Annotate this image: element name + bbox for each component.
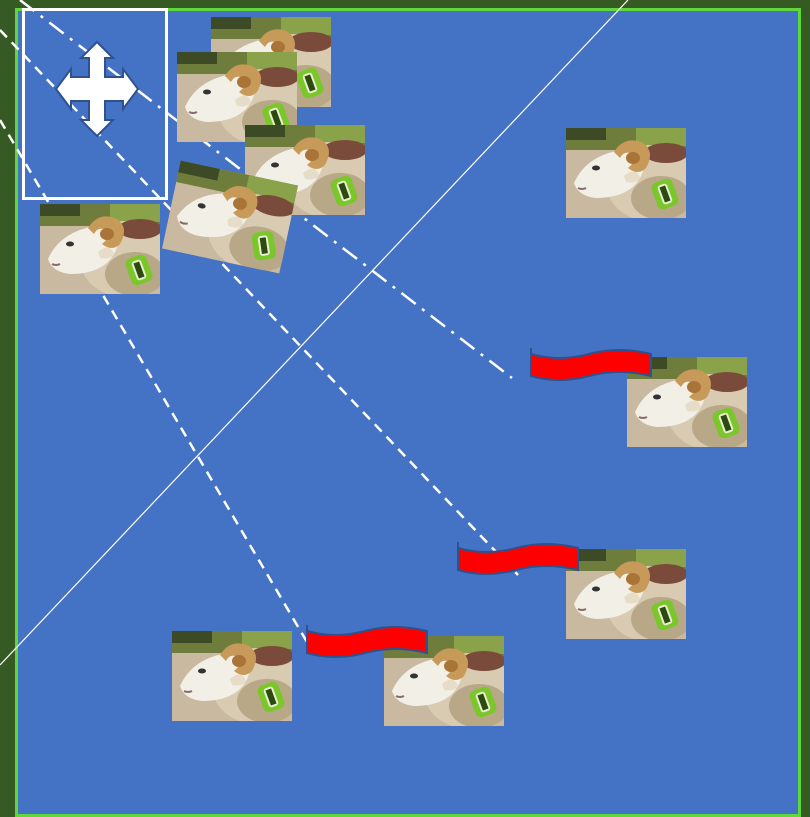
sheep-sprite[interactable] [384,636,504,726]
sheep-icon [177,52,297,142]
sheep-sprite[interactable] [161,160,299,274]
sheep-icon [40,204,160,294]
sheep-icon [172,631,292,721]
red-flag[interactable] [529,346,654,392]
sheep-sprite[interactable] [177,52,297,142]
sheep-icon [161,160,299,274]
red-flag-icon [530,348,652,381]
sheep-icon [566,128,686,218]
move-handle-box[interactable] [22,8,168,200]
red-flag-icon [306,625,428,658]
sheep-sprite[interactable] [566,549,686,639]
four-way-arrow-icon[interactable] [53,39,141,139]
sheep-icon [566,549,686,639]
sheep-sprite[interactable] [40,204,160,294]
red-flag-icon [457,542,579,575]
sheep-sprite[interactable] [566,128,686,218]
red-flag[interactable] [305,623,430,669]
sheep-icon [384,636,504,726]
red-flag[interactable] [456,540,581,586]
sheep-sprite[interactable] [172,631,292,721]
